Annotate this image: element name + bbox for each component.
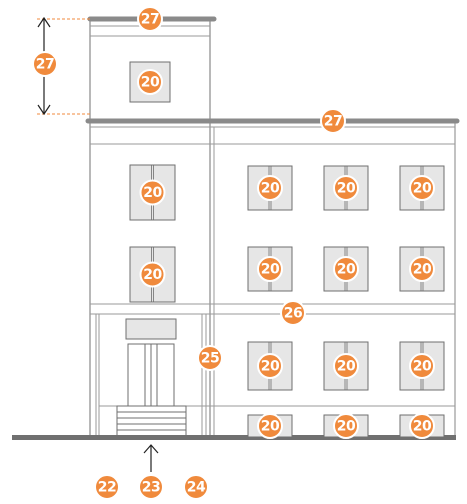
window-marker-label: 20 (337, 419, 356, 435)
window-marker: 20 (139, 261, 166, 288)
window-marker: 20 (257, 413, 283, 439)
roof-main-marker: 27 (320, 108, 346, 134)
building-structure (89, 19, 456, 437)
ground-center-marker: 23 (138, 474, 164, 500)
window-marker: 20 (333, 353, 359, 379)
roof-main-marker-label: 27 (324, 114, 342, 130)
ground-right-marker: 24 (183, 474, 209, 500)
cornice-marker-label: 26 (284, 306, 302, 322)
cornice-marker: 26 (280, 300, 306, 326)
window-marker-label: 20 (337, 181, 356, 197)
entrance-steps (116, 405, 187, 437)
up-arrow-icon (143, 444, 159, 472)
ground-right-marker-label: 24 (187, 480, 206, 496)
window-marker: 20 (409, 413, 435, 439)
window-marker-label: 20 (261, 262, 280, 278)
window-marker: 20 (333, 413, 359, 439)
window-marker: 20 (333, 256, 359, 282)
window-marker-label: 20 (413, 359, 432, 375)
window-marker-label: 20 (413, 262, 432, 278)
window-marker-label: 20 (337, 262, 356, 278)
window-marker-label: 20 (143, 267, 162, 283)
window-marker: 20 (333, 175, 359, 201)
height-dimension-marker-label: 27 (36, 57, 54, 73)
roof-top-marker-label: 27 (141, 12, 159, 28)
entrance (116, 318, 187, 437)
windows (129, 61, 445, 438)
height-dimension-marker: 27 (32, 51, 58, 77)
window-marker: 20 (257, 175, 283, 201)
window-marker: 20 (257, 353, 283, 379)
window-marker-label: 20 (413, 419, 432, 435)
window-marker: 20 (137, 69, 163, 95)
ground-left-marker: 22 (94, 474, 120, 500)
window-marker-label: 20 (261, 359, 280, 375)
side-panel-marker-label: 25 (201, 351, 219, 367)
window-marker-label: 20 (337, 359, 356, 375)
entrance-sign (125, 318, 177, 340)
window-marker-label: 20 (141, 75, 160, 91)
window-marker: 20 (257, 256, 283, 282)
window-marker: 20 (409, 175, 435, 201)
window-marker-label: 20 (143, 185, 162, 201)
roof-top-marker: 27 (137, 6, 163, 32)
window-marker: 20 (409, 256, 435, 282)
ground-center-marker-label: 23 (142, 480, 160, 496)
side-panel-marker: 25 (197, 345, 223, 371)
ground-line (12, 435, 456, 440)
ground-left-marker-label: 22 (98, 480, 116, 496)
window-marker: 20 (139, 179, 166, 206)
window-marker-label: 20 (261, 181, 280, 197)
window-marker: 20 (409, 353, 435, 379)
window (129, 164, 176, 221)
callout-markers: 20 20 20 20 20 20 20 20 20 20 20 20 20 20 20 27 27 27 26 25… (32, 6, 435, 500)
window-marker-label: 20 (261, 419, 280, 435)
window-marker-label: 20 (413, 181, 432, 197)
